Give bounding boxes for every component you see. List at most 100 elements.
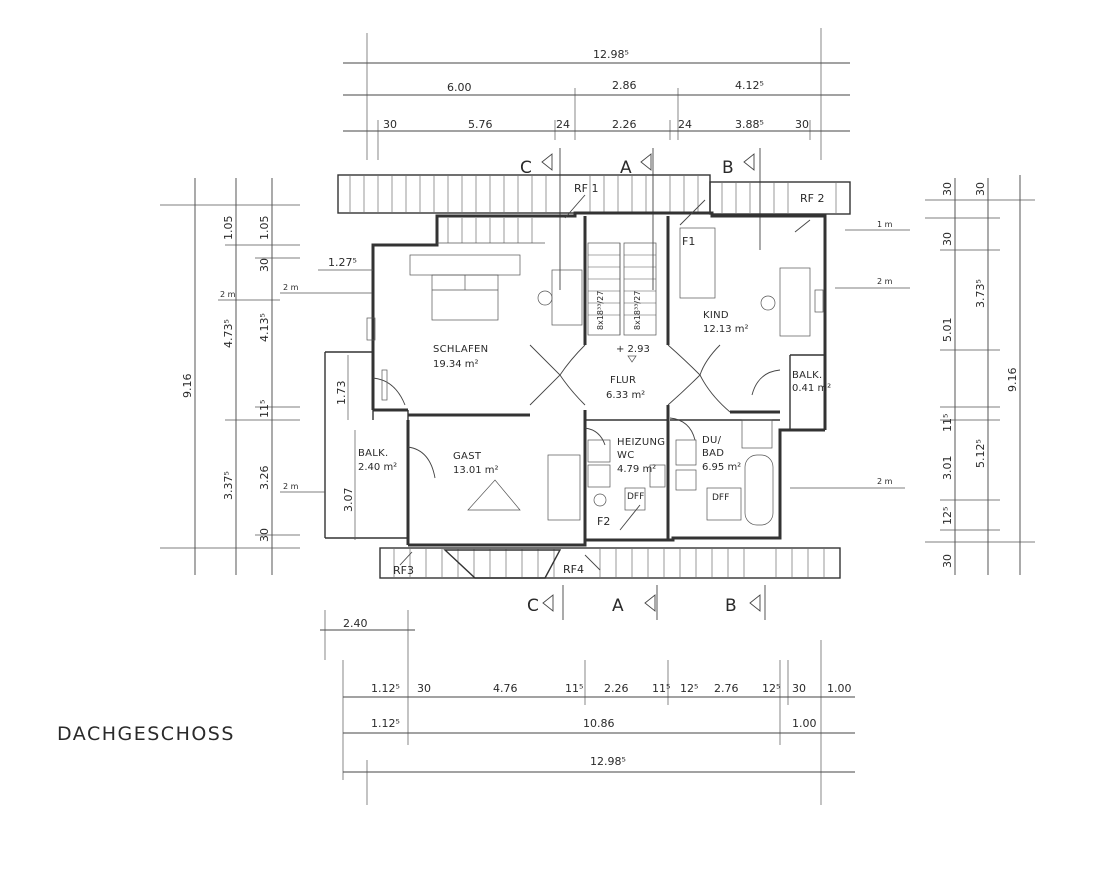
height-mark-label: 1 m	[877, 220, 893, 229]
top-dimension-chains: 12.98⁵ 6.00 2.86 4.12⁵ 30 5.76 24 2.26 2…	[343, 28, 850, 160]
dim-top-row3: 30	[383, 118, 397, 131]
bed-guest	[547, 454, 581, 521]
dim-left-misc: 1.27⁵	[328, 256, 357, 269]
section-c-label-bottom: C	[527, 596, 539, 616]
dim-left-inner: 30	[258, 528, 271, 542]
dim-bottom-row1: 4.76	[493, 682, 518, 695]
dim-left-misc: 3.07	[342, 488, 355, 513]
dim-right-inner: 30	[941, 182, 954, 196]
chair	[760, 295, 776, 311]
room-name-balkon-left: BALK.	[358, 448, 389, 459]
dim-bottom-row1: 11⁵	[565, 682, 583, 695]
dim-top-row2: 2.86	[612, 79, 637, 92]
wc-toilet	[593, 493, 607, 507]
dormer-bottom	[443, 549, 562, 579]
roof-window-label: RF 2	[800, 192, 824, 205]
dim-left-inner: 11⁵	[258, 400, 271, 418]
dim-bottom-row2: 1.12⁵	[371, 717, 400, 730]
dim-top-row3: 3.88⁵	[735, 118, 764, 131]
dim-top-row3: 30	[795, 118, 809, 131]
dim-top-row3: 24	[556, 118, 570, 131]
dim-top-row2: 4.12⁵	[735, 79, 764, 92]
dim-right-inner: 5.01	[941, 318, 954, 343]
dim-left-inner: 4.13⁵	[258, 313, 271, 342]
roof-window-label: RF 1	[574, 182, 598, 195]
roof-eave-top	[337, 174, 851, 215]
section-arrow-icon	[743, 153, 755, 171]
window-left	[366, 317, 376, 341]
section-arrow-icon	[749, 594, 761, 612]
dim-right-mid: 5.12⁵	[974, 439, 987, 468]
headboard	[409, 254, 521, 276]
roof-eave-bottom	[379, 547, 841, 579]
section-b-label-top: B	[722, 158, 734, 178]
dim-left-misc: 1.73	[335, 381, 348, 406]
room-name-schlafen: SCHLAFEN	[433, 344, 488, 355]
room-area-kind: 12.13 m²	[703, 324, 749, 335]
section-arrow-icon	[542, 594, 554, 612]
room-area-heizung: 4.79 m²	[617, 464, 656, 475]
window-right	[814, 289, 824, 313]
height-mark-label: 2 m	[283, 283, 299, 292]
dim-bottom-row1: 30	[792, 682, 806, 695]
right-dimension-chains: 30 30 5.01 11⁵ 3.01 12⁵ 30 30 3.73⁵ 5.12…	[925, 175, 1035, 575]
roof-window-marks: RF 1 RF 2 RF3 RF4 F1 F2 DFF DFF	[393, 182, 824, 577]
room-name-du: DU/	[702, 435, 722, 446]
dim-bottom-row1: 2.26	[604, 682, 629, 695]
dim-left-mid: 1.05	[222, 216, 235, 241]
room-area-gast: 13.01 m²	[453, 465, 499, 476]
bathtub	[744, 454, 774, 526]
room-name-heizung: HEIZUNG	[617, 437, 665, 448]
section-arrow-icon	[640, 153, 652, 171]
plan-title: DACHGESCHOSS	[57, 723, 235, 745]
fixture-label: DFF	[627, 492, 644, 502]
room-area-bad: 6.95 m²	[702, 462, 741, 473]
skylight-dff	[706, 487, 742, 521]
stair-label: 8x18³³/27	[633, 291, 642, 330]
section-a-label-top: A	[620, 158, 632, 178]
dim-bottom-total: 12.98⁵	[590, 755, 626, 768]
dim-right-inner: 11⁵	[941, 414, 954, 432]
dim-bottom-row2: 1.00	[792, 717, 817, 730]
door-swings	[372, 344, 781, 479]
section-markers: C A B C A B	[520, 148, 766, 620]
wardrobe	[551, 269, 583, 326]
level-triangle-icon	[627, 355, 637, 363]
stair-label: 8x18³³/27	[596, 291, 605, 330]
roof-window-label: RF3	[393, 564, 414, 577]
wc-basin	[649, 464, 666, 488]
room-name-wc: WC	[617, 450, 634, 461]
dim-left-inner: 3.26	[258, 466, 271, 491]
dim-left-inner: 30	[258, 258, 271, 272]
boiler	[587, 464, 611, 488]
left-dimension-chains: 9.16 1.05 4.73⁵ 3.37⁵ 1.05 30 4.13⁵ 11⁵ …	[160, 178, 373, 575]
boiler	[587, 439, 611, 463]
chair	[537, 290, 553, 306]
dim-right-mid: 30	[974, 182, 987, 196]
dim-left-mid: 3.37⁵	[222, 471, 235, 500]
dim-right-inner: 3.01	[941, 456, 954, 481]
room-name-flur: FLUR	[610, 375, 636, 386]
room-area-balkon-left: 2.40 m²	[358, 462, 397, 473]
fixture-label: DFF	[712, 493, 729, 503]
dim-right-inner: 30	[941, 232, 954, 246]
height-mark-label: 2 m	[283, 482, 299, 491]
dim-left-outer: 9.16	[181, 374, 194, 399]
room-area-schlafen: 19.34 m²	[433, 359, 479, 370]
dim-top-row3: 24	[678, 118, 692, 131]
inner-walls	[372, 216, 791, 545]
dim-right-inner: 12⁵	[941, 507, 954, 525]
dim-left-inner: 1.05	[258, 216, 271, 241]
outer-walls	[324, 211, 827, 547]
level-mark: + 2.93	[616, 344, 650, 355]
dim-right-mid: 3.73⁵	[974, 279, 987, 308]
room-name-kind: KIND	[703, 310, 729, 321]
dim-bottom-small: 2.40	[343, 617, 368, 630]
single-bed	[679, 227, 716, 299]
room-area-flur: 6.33 m²	[606, 390, 645, 401]
desk	[779, 267, 811, 337]
roof-window-label: RF4	[563, 563, 584, 576]
section-arrow-icon	[541, 153, 553, 171]
dim-left-mid: 4.73⁵	[222, 319, 235, 348]
